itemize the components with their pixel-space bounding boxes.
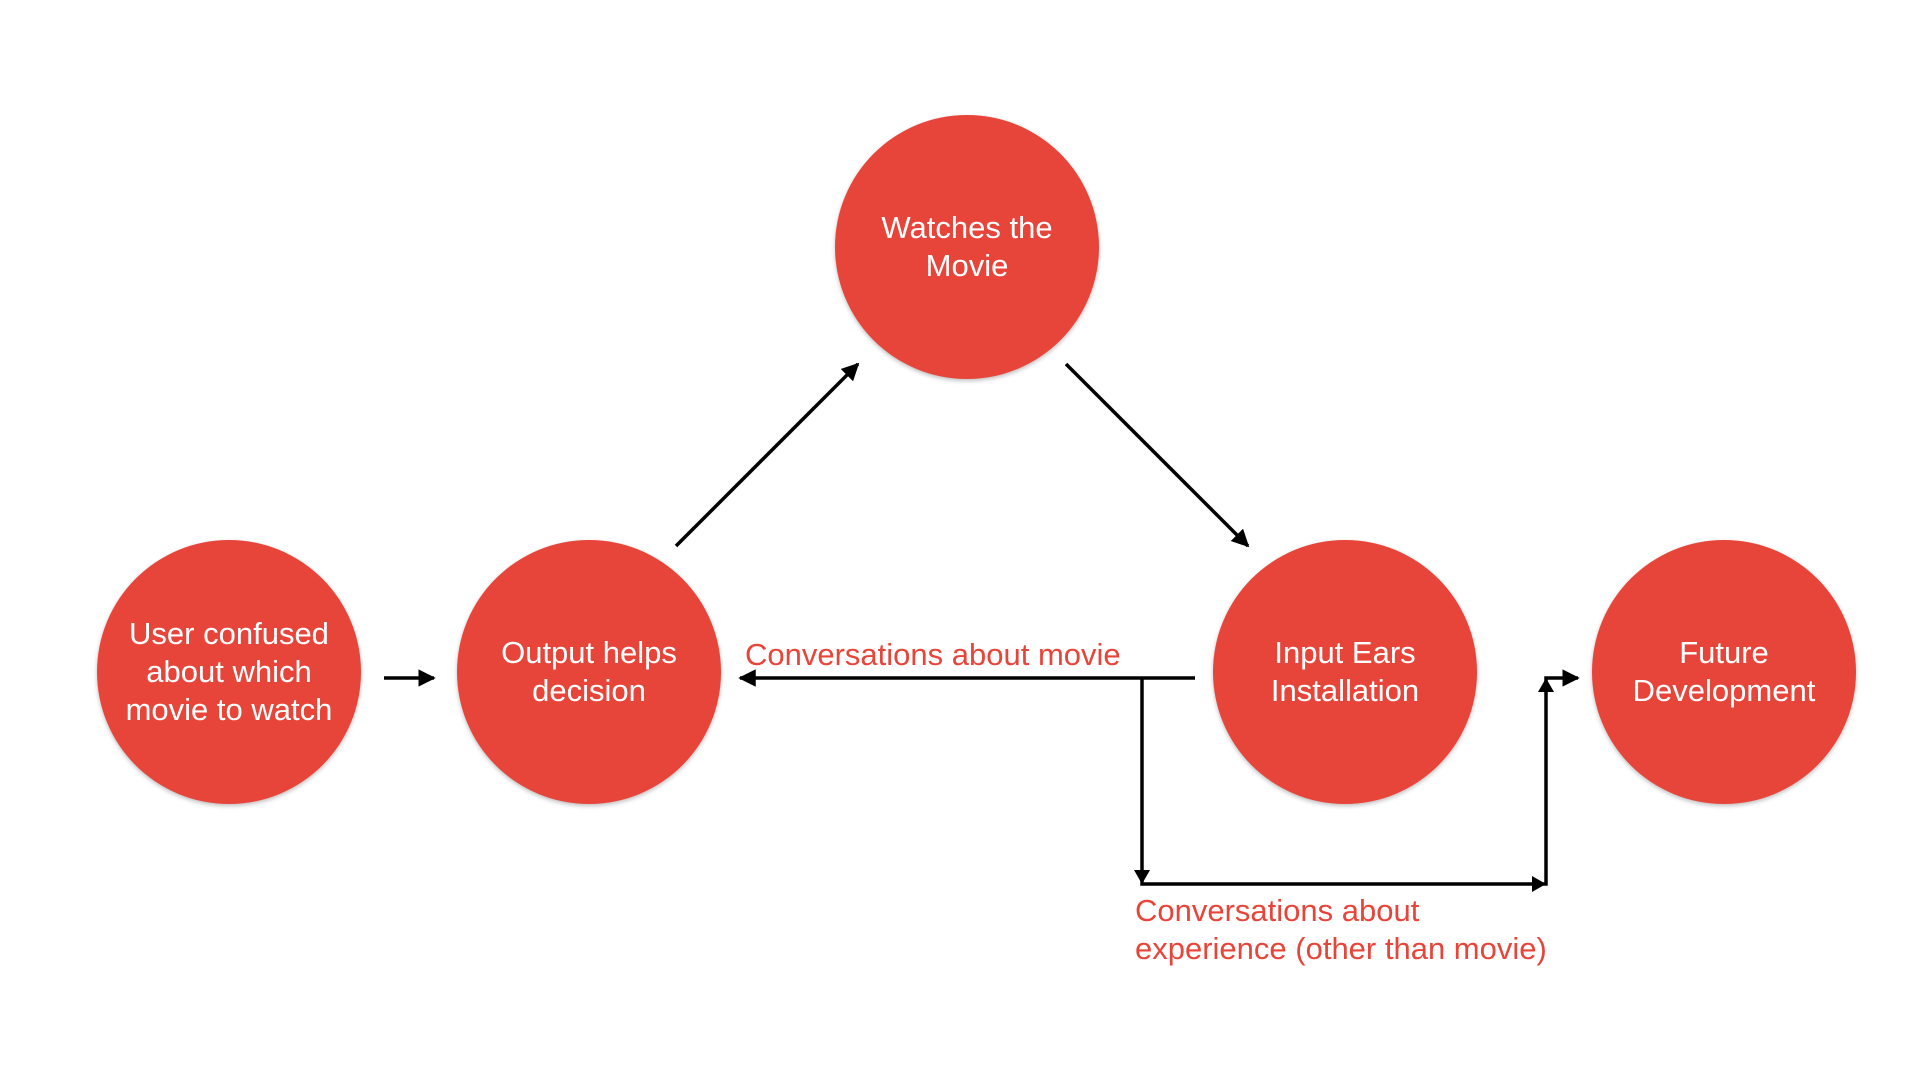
corner-arrowhead-bottom-left <box>1134 870 1150 884</box>
node-future-development: Future Development <box>1592 540 1856 804</box>
edge-label-conversations-movie: Conversations about movie <box>745 637 1121 672</box>
node-output-helps-label: Output helps decision <box>501 635 677 708</box>
arrow-watches-to-input <box>1064 362 1250 548</box>
node-input-ears-label: Input Ears Installation <box>1270 635 1420 708</box>
arrow-output-to-watches <box>674 362 860 548</box>
node-watches-movie: Watches the Movie <box>835 115 1099 379</box>
node-future-development-label: Future Development <box>1632 635 1816 708</box>
corner-arrowhead-up <box>1538 678 1554 692</box>
node-user-confused-label: User confused about which movie to watch <box>125 616 333 727</box>
edge-label-conversations-experience: Conversations about experience (other th… <box>1135 893 1547 966</box>
corner-arrowhead-bottom-right <box>1532 876 1546 892</box>
node-watches-movie-label: Watches the Movie <box>881 210 1053 283</box>
node-input-ears: Input Ears Installation <box>1213 540 1477 804</box>
node-output-helps: Output helps decision <box>457 540 721 804</box>
node-user-confused: User confused about which movie to watch <box>97 540 361 804</box>
